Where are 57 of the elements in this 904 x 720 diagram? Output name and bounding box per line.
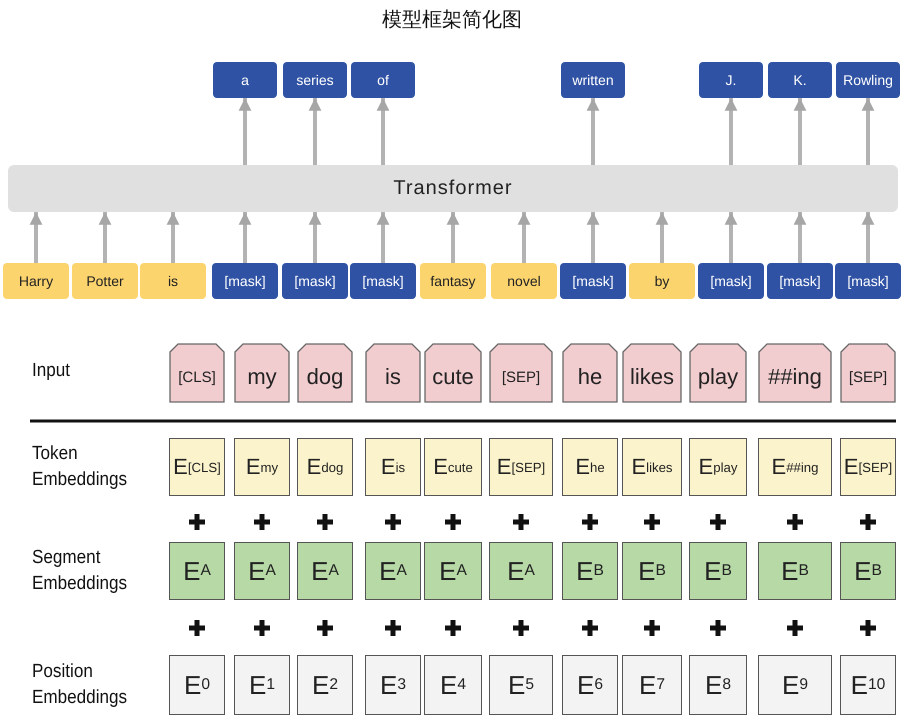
arrow: [724, 98, 738, 165]
masked-token-box: [mask]: [560, 263, 626, 299]
transformer-bar: Transformer: [8, 165, 898, 212]
input-token-tag: is: [365, 343, 421, 403]
diagram-title: 模型框架简化图: [381, 8, 523, 33]
row-label: Segment Embeddings: [32, 546, 128, 596]
input-token-box: Harry: [3, 263, 69, 299]
predicted-token-box: written: [561, 62, 625, 98]
arrow: [376, 212, 390, 263]
arrow: [724, 212, 738, 263]
arrow: [238, 212, 252, 263]
arrow: [30, 212, 42, 263]
arrow: [376, 98, 390, 165]
arrow: [586, 98, 600, 165]
input-token-box: Potter: [72, 263, 138, 299]
input-token-box: fantasy: [420, 263, 486, 299]
arrow: [794, 98, 806, 165]
row-label: Position Embeddings: [32, 660, 128, 710]
input-token-tag: [SEP]: [840, 343, 896, 403]
input-token-tag: play: [689, 343, 747, 403]
masked-token-box: [mask]: [212, 263, 278, 299]
arrow: [308, 98, 322, 165]
input-token-tag: cute: [424, 343, 482, 403]
row-label: Input: [32, 359, 72, 383]
masked-token-box: [mask]: [835, 263, 901, 299]
input-token-tag: he: [562, 343, 618, 403]
predicted-token-box: Rowling: [836, 62, 900, 98]
input-token-tag: dog: [297, 343, 353, 403]
row-label: Token Embeddings: [32, 442, 128, 492]
predicted-token-box: series: [283, 62, 347, 98]
predicted-token-box: K.: [768, 62, 832, 98]
arrow: [862, 212, 874, 263]
input-token-tag: [CLS]: [169, 343, 225, 403]
input-token-box: by: [629, 263, 695, 299]
predicted-token-box: of: [351, 62, 415, 98]
predicted-token-box: J.: [699, 62, 763, 98]
arrow: [794, 212, 806, 263]
predicted-token-box: a: [213, 62, 277, 98]
arrow: [446, 212, 460, 263]
arrow: [586, 212, 600, 263]
input-token-tag: ##ing: [758, 343, 832, 403]
masked-token-box: [mask]: [282, 263, 348, 299]
arrow: [98, 212, 112, 263]
masked-token-box: [mask]: [350, 263, 416, 299]
input-token-tag: my: [234, 343, 290, 403]
masked-token-box: [mask]: [767, 263, 833, 299]
arrow: [308, 212, 322, 263]
input-token-tag: likes: [622, 343, 682, 403]
input-token-box: novel: [491, 263, 557, 299]
arrow: [518, 212, 530, 263]
input-token-tag: [SEP]: [489, 343, 553, 403]
masked-token-box: [mask]: [698, 263, 764, 299]
arrow: [238, 98, 252, 165]
arrow: [656, 212, 668, 263]
arrow: [166, 212, 180, 263]
arrow: [862, 98, 874, 165]
input-token-box: is: [140, 263, 206, 299]
